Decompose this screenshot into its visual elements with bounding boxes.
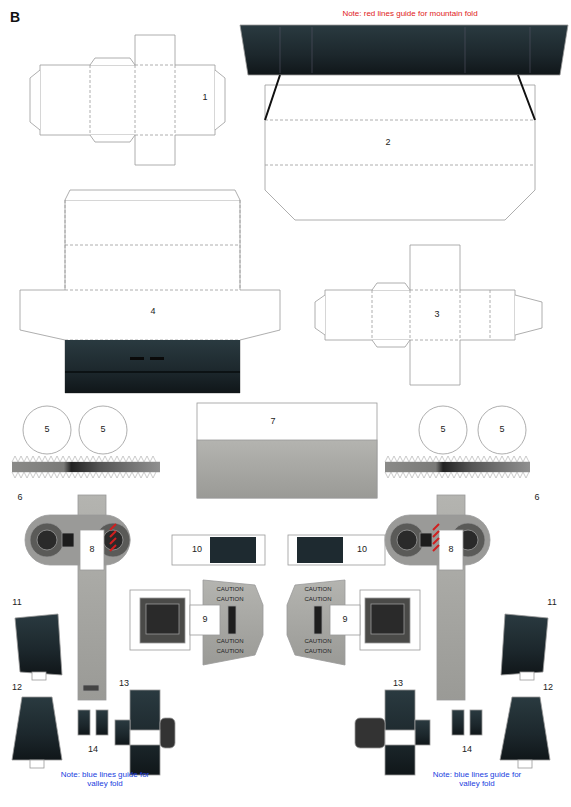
- sheet-letter: B: [10, 10, 20, 25]
- warning-text: CAUTION: [217, 586, 244, 593]
- glue-teeth: [12, 456, 156, 478]
- part-number: 5: [44, 425, 49, 435]
- fold-note: Note: red lines guide for mountain fold: [342, 10, 477, 19]
- part-number: 5: [499, 425, 504, 435]
- warning-text: CAUTION: [217, 648, 244, 655]
- warning-text: CAUTION: [217, 596, 244, 603]
- part-number: 13: [393, 679, 403, 689]
- part-number: 9: [342, 615, 347, 625]
- part-number: 3: [434, 310, 439, 320]
- part-number: 14: [462, 745, 472, 755]
- part-number: 8: [89, 545, 94, 555]
- part-number: 5: [440, 425, 445, 435]
- part-number: 6: [534, 493, 539, 503]
- part-number: 14: [88, 745, 98, 755]
- part-number: 13: [119, 679, 129, 689]
- part-number: 12: [543, 683, 553, 693]
- fold-note: Note: blue lines guide for valley fold: [58, 771, 153, 789]
- part-number: 10: [357, 545, 367, 555]
- part-number: 2: [385, 138, 390, 148]
- part-number: 6: [17, 493, 22, 503]
- part-number: 11: [547, 598, 556, 608]
- part-number: 1: [202, 93, 207, 103]
- part-number: 11: [12, 598, 21, 608]
- fold-note: Note: blue lines guide for valley fold: [430, 771, 525, 789]
- warning-text: CAUTION: [305, 638, 332, 645]
- part-number: 4: [150, 307, 155, 317]
- warning-text: CAUTION: [217, 638, 244, 645]
- glue-teeth: [385, 456, 529, 478]
- part-number: 5: [100, 425, 105, 435]
- part-number: 7: [270, 417, 275, 427]
- part-number: 10: [192, 545, 202, 555]
- part-number: 9: [202, 615, 207, 625]
- warning-text: CAUTION: [305, 586, 332, 593]
- warning-text: CAUTION: [305, 648, 332, 655]
- part-number: 8: [448, 545, 453, 555]
- part-number: 12: [12, 683, 22, 693]
- warning-text: CAUTION: [305, 596, 332, 603]
